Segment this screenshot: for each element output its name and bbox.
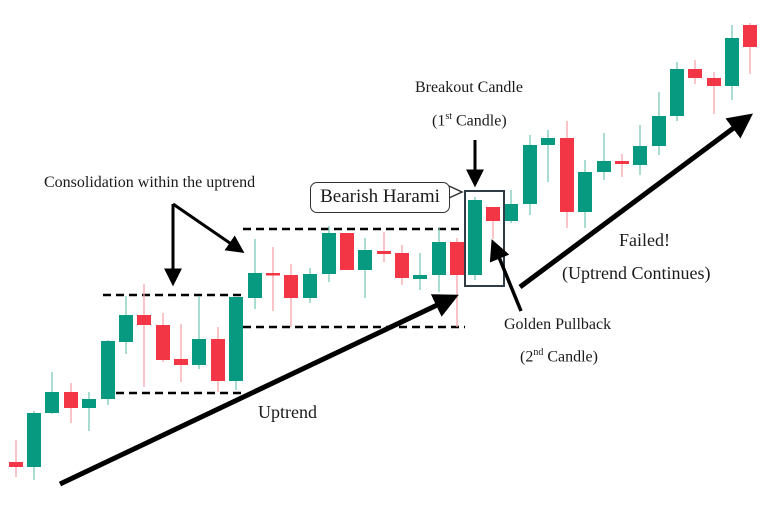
- breakout-candle-sublabel: (1st Candle): [432, 111, 507, 130]
- bearish-candle: [560, 121, 574, 228]
- bullish-candle: [303, 268, 317, 303]
- annotation-arrows: [58, 113, 754, 487]
- bullish-candle: [597, 133, 611, 180]
- harami-highlight-box: [464, 190, 505, 287]
- bullish-candle: [725, 25, 739, 100]
- pullback-arrow: [489, 239, 523, 312]
- bearish-candle: [284, 264, 298, 327]
- consolidation-diag-arrow: [172, 202, 245, 254]
- bullish-candle: [82, 392, 96, 431]
- bearish-candle: [174, 324, 188, 382]
- bearish-candle: [450, 238, 464, 327]
- bearish-candle: [211, 327, 225, 392]
- callout-pointer: [448, 185, 464, 199]
- bullish-candle: [119, 296, 133, 354]
- bullish-candle: [322, 226, 336, 282]
- bearish-candle: [9, 440, 23, 477]
- bullish-candle: [358, 238, 372, 298]
- bearish-candle: [615, 154, 629, 177]
- bearish-candle: [137, 284, 151, 387]
- uptrend-arrow: [58, 294, 459, 487]
- consolidation-label: Consolidation within the uptrend: [44, 174, 256, 191]
- bearish-candle: [707, 72, 721, 114]
- candles: [9, 23, 757, 480]
- breakout-candle-label: Breakout Candle: [415, 79, 523, 96]
- bearish-candle: [156, 313, 170, 362]
- bullish-candle: [523, 135, 537, 215]
- bullish-candle: [652, 92, 666, 155]
- bullish-candle: [27, 411, 41, 480]
- bullish-candle: [504, 190, 518, 223]
- bullish-candle: [45, 372, 59, 414]
- failed-label: Failed!: [619, 230, 670, 250]
- bullish-candle: [468, 197, 482, 280]
- bullish-candle: [192, 296, 206, 369]
- bearish-candle: [486, 207, 500, 239]
- bearish-candle: [340, 233, 354, 270]
- uptrend-label: Uptrend: [258, 402, 317, 422]
- bearish-candle: [266, 247, 280, 311]
- bullish-candle: [413, 253, 427, 290]
- bullish-candle: [633, 125, 647, 175]
- bullish-candle: [541, 130, 555, 182]
- bearish-harami-callout: Bearish Harami: [310, 182, 450, 213]
- golden-pullback-sublabel: (2nd Candle): [520, 347, 598, 366]
- golden-pullback-label: Golden Pullback: [504, 316, 612, 333]
- uptrend-continues-label: (Uptrend Continues): [562, 263, 711, 283]
- bullish-candle: [229, 297, 243, 390]
- bearish-candle: [743, 23, 757, 74]
- consolidation-range-lines: [103, 227, 465, 395]
- bullish-candle: [670, 62, 684, 121]
- bullish-candle: [432, 228, 446, 292]
- bearish-candle: [64, 383, 78, 423]
- bearish-candle: [688, 60, 702, 84]
- bullish-candle: [101, 340, 115, 405]
- bullish-candle: [578, 160, 592, 228]
- bullish-candle: [248, 239, 262, 309]
- bearish-candle: [395, 245, 409, 285]
- bearish-candle: [377, 232, 391, 262]
- failed-arrow: [518, 113, 754, 290]
